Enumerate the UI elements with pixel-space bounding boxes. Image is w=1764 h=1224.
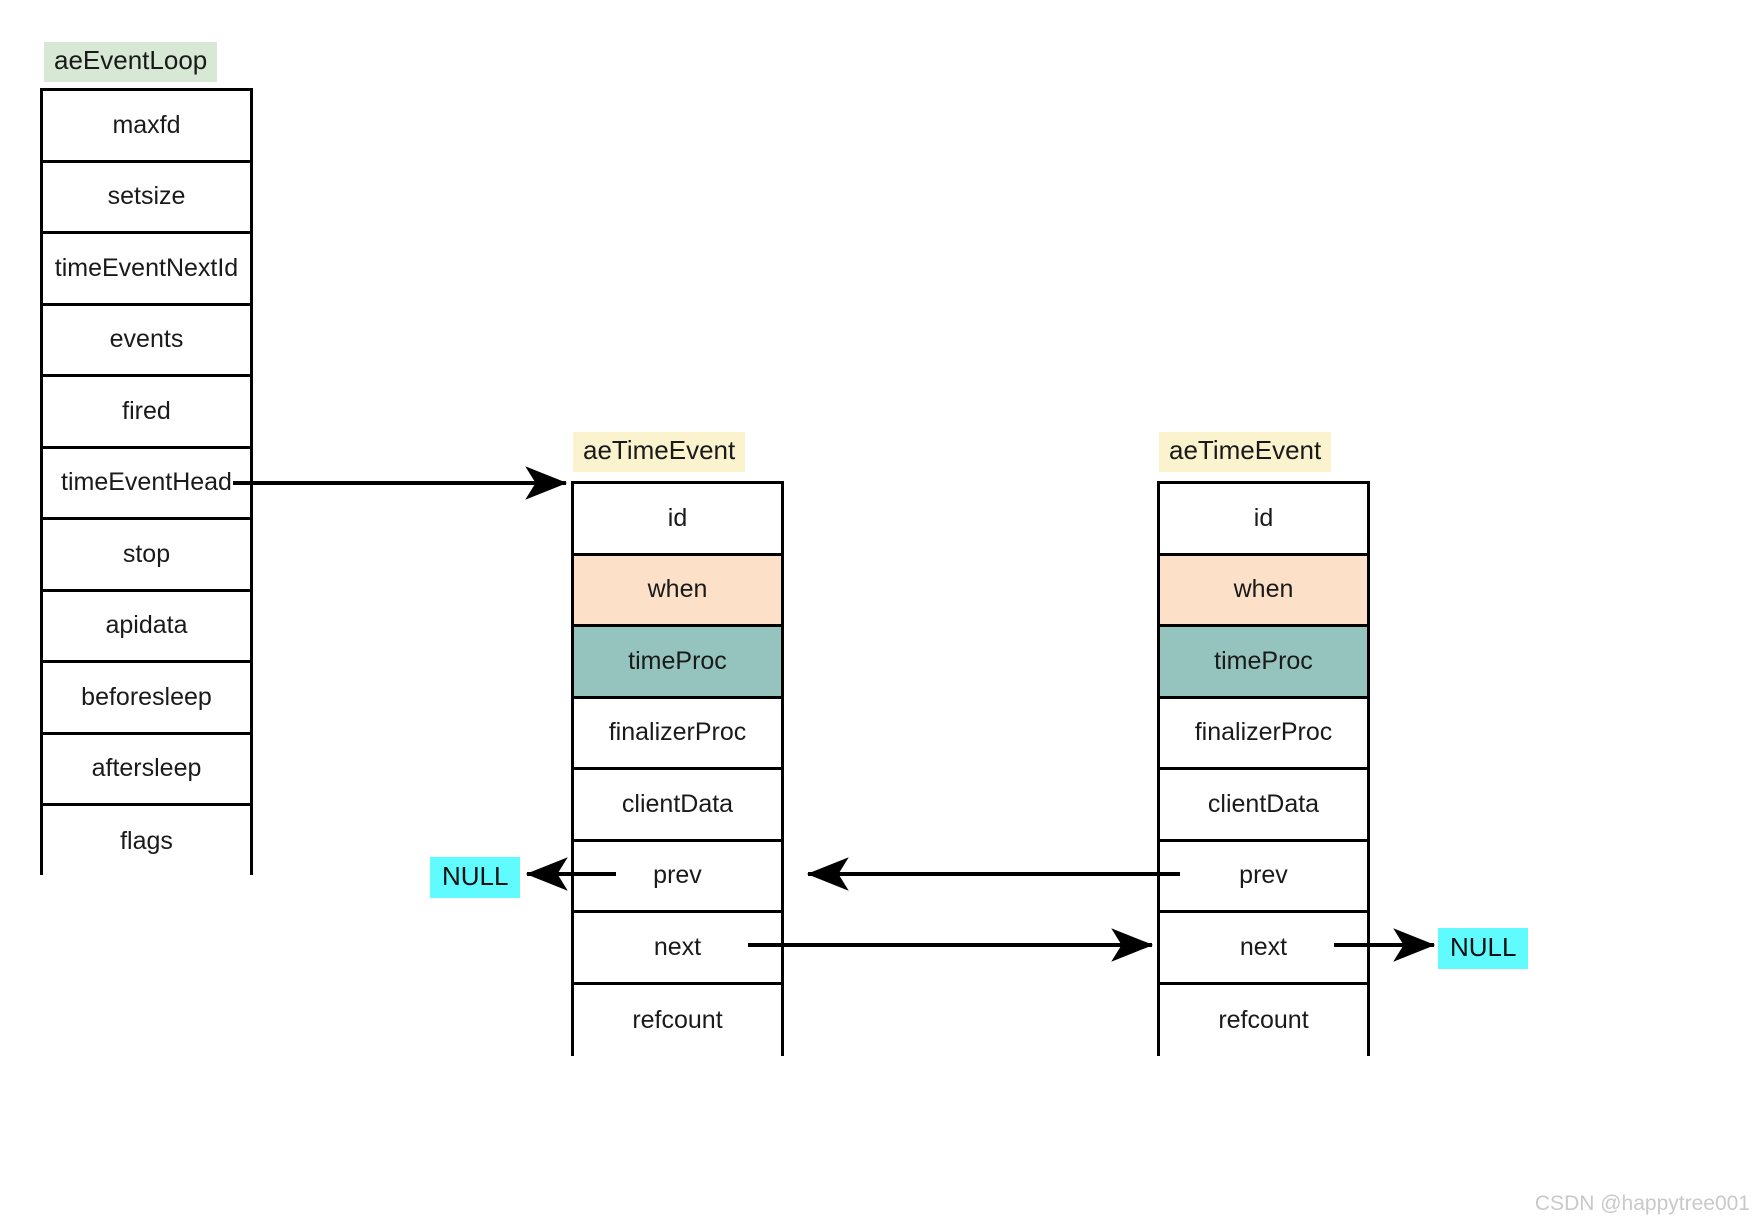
field-apidata: apidata xyxy=(43,591,250,663)
aetimeevent-1-label: aeTimeEvent xyxy=(573,432,746,472)
te1-field-next: next xyxy=(574,913,781,985)
te1-field-refcount: refcount xyxy=(574,984,781,1056)
aeeventloop-struct: maxfd setsize timeEventNextId events fir… xyxy=(40,88,253,878)
field-aftersleep: aftersleep xyxy=(43,734,250,806)
te2-field-timeproc: timeProc xyxy=(1160,627,1367,699)
te1-field-id: id xyxy=(574,484,781,556)
field-events: events xyxy=(43,305,250,377)
aetimeevent-2-label: aeTimeEvent xyxy=(1159,432,1332,472)
field-setsize: setsize xyxy=(43,162,250,234)
field-beforesleep: beforesleep xyxy=(43,663,250,735)
field-fired: fired xyxy=(43,377,250,449)
field-flags: flags xyxy=(43,806,250,878)
te2-field-prev: prev xyxy=(1160,841,1367,913)
field-timeeventhead: timeEventHead xyxy=(43,448,250,520)
aetimeevent-1-struct: id when timeProc finalizerProc clientDat… xyxy=(571,481,784,1056)
null-badge-right: NULL xyxy=(1438,928,1529,969)
te1-field-clientdata: clientData xyxy=(574,770,781,842)
field-timeeventnextid: timeEventNextId xyxy=(43,234,250,306)
null-badge-left: NULL xyxy=(430,857,521,898)
te2-field-refcount: refcount xyxy=(1160,984,1367,1056)
aetimeevent-2-struct: id when timeProc finalizerProc clientDat… xyxy=(1157,481,1370,1056)
te1-field-prev: prev xyxy=(574,841,781,913)
te1-field-when: when xyxy=(574,555,781,627)
te1-field-finalizerproc: finalizerProc xyxy=(574,698,781,770)
te2-field-clientdata: clientData xyxy=(1160,770,1367,842)
field-stop: stop xyxy=(43,520,250,592)
te1-field-timeproc: timeProc xyxy=(574,627,781,699)
watermark: CSDN @happytree001 xyxy=(1534,1192,1750,1215)
te2-field-id: id xyxy=(1160,484,1367,556)
te2-field-when: when xyxy=(1160,555,1367,627)
te2-field-finalizerproc: finalizerProc xyxy=(1160,698,1367,770)
te2-field-next: next xyxy=(1160,913,1367,985)
aeeventloop-label: aeEventLoop xyxy=(44,42,218,82)
field-maxfd: maxfd xyxy=(43,91,250,163)
